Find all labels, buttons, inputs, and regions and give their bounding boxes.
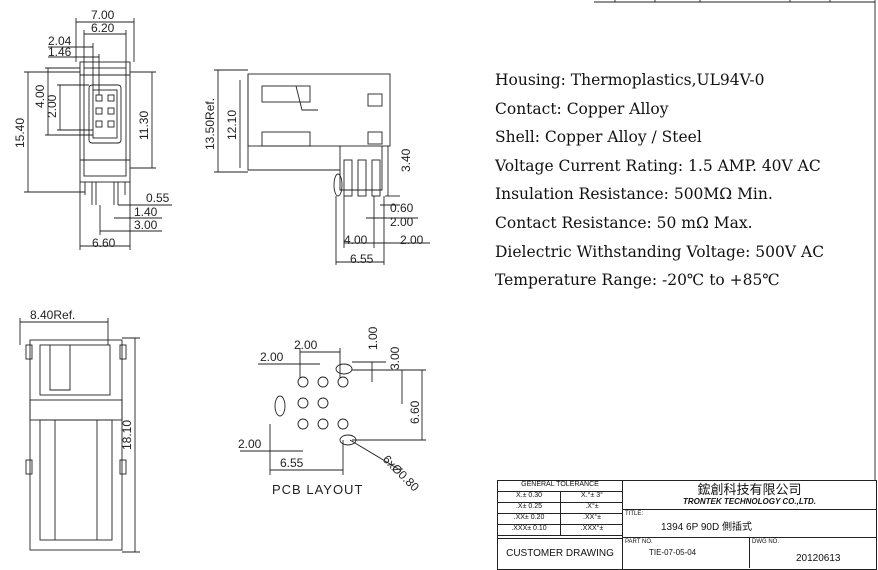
tolerance-header: GENERAL TOLERANCE — [498, 481, 622, 492]
dim-pcb-6-60: 6.60 — [408, 400, 422, 424]
spec-contact: Contact: Copper Alloy — [495, 99, 669, 118]
dim-pcb-6-55: 6.55 — [280, 456, 304, 470]
dim-2-04: 2.04 — [48, 34, 72, 48]
tol-angle: .XXX°± — [560, 525, 623, 535]
tolerance-row: .X± 0.25 .X°± — [498, 503, 622, 514]
dim-0-60: 0.60 — [390, 201, 414, 215]
dim-13-50-ref: 13.50Ref. — [203, 98, 217, 150]
pcb-layout — [274, 363, 357, 446]
part-no-value: TIE-07-05-04 — [649, 548, 697, 557]
tol-angle: .X°± — [560, 503, 623, 513]
customer-drawing-label: CUSTOMER DRAWING — [498, 538, 622, 569]
tolerance-block: GENERAL TOLERANCE X.± 0.30 X.°± 3° .X± 0… — [498, 481, 623, 569]
title-field: TITLE: 1394 6P 90D 側插式 — [623, 510, 876, 538]
dim-12-10: 12.10 — [225, 110, 239, 140]
tol-angle: .XX°± — [560, 514, 623, 524]
dwg-no-field: DWG NO. 20120613 — [750, 538, 876, 568]
dim-11-30: 11.30 — [137, 111, 151, 140]
dim-18-10: 18.10 — [120, 420, 134, 450]
spec-dielectric: Dielectric Withstanding Voltage: 500V AC — [495, 242, 825, 261]
dim-4-00: 4.00 — [33, 84, 47, 108]
title-label: TITLE: — [625, 511, 644, 517]
tolerance-row: .XXX± 0.10 .XXX°± — [498, 525, 622, 536]
spec-temperature: Temperature Range: -20℃ to +85℃ — [495, 271, 780, 290]
dim-pcb-holes: 6xØ0.80 — [380, 452, 422, 494]
dim-6-60-front: 6.60 — [92, 236, 116, 250]
dim-2-00-side-b: 2.00 — [400, 233, 424, 247]
tol-linear: .XX± 0.20 — [513, 514, 545, 521]
spec-list: Housing: Thermoplastics,UL94V-0 Contact:… — [495, 66, 875, 295]
tol-angle: X.°± 3° — [560, 492, 623, 502]
spec-insulation-resistance: Insulation Resistance: 500MΩ Min. — [495, 185, 773, 204]
spec-shell: Shell: Copper Alloy / Steel — [495, 128, 702, 147]
dwg-no-value: 20120613 — [796, 553, 841, 564]
title-value: 1394 6P 90D 側插式 — [661, 522, 752, 533]
dim-2-00-side-a: 2.00 — [390, 215, 414, 229]
dim-3-40: 3.40 — [399, 148, 413, 172]
tolerance-row: X.± 0.30 X.°± 3° — [498, 492, 622, 503]
dim-pcb-3-00: 3.00 — [388, 346, 402, 370]
dim-8-40-ref: 8.40Ref. — [30, 308, 75, 322]
spec-voltage-current: Voltage Current Rating: 1.5 AMP. 40V AC — [495, 156, 821, 175]
tolerance-row: .XX± 0.20 .XX°± — [498, 514, 622, 525]
part-no-label: PART NO. — [625, 539, 653, 545]
dim-0-55: 0.55 — [146, 191, 170, 205]
spec-contact-resistance: Contact Resistance: 50 mΩ Max. — [495, 213, 753, 232]
dim-3-00: 3.00 — [134, 218, 158, 232]
part-no-field: PART NO. TIE-07-05-04 — [623, 538, 750, 568]
company-name: 鋐創科技有限公司 TRONTEK TECHNOLOGY CO.,LTD. — [623, 481, 876, 510]
dwg-no-label: DWG NO. — [752, 539, 779, 545]
dim-2-00-front: 2.00 — [45, 94, 59, 118]
pcb-layout-label: PCB LAYOUT — [272, 482, 363, 497]
company-name-en: TRONTEK TECHNOLOGY CO.,LTD. — [682, 497, 817, 506]
side-view — [247, 73, 391, 197]
dim-pcb-1-00: 1.00 — [366, 326, 380, 350]
dim-1-40: 1.40 — [134, 205, 158, 219]
spec-housing: Housing: Thermoplastics,UL94V-0 — [495, 71, 765, 89]
dim-15-40: 15.40 — [13, 118, 27, 148]
dim-6-55-side: 6.55 — [350, 252, 374, 266]
dim-pcb-2-00-b: 2.00 — [260, 350, 284, 364]
dim-pcb-2-00-a: 2.00 — [294, 338, 318, 352]
tol-linear: .X± 0.25 — [515, 503, 543, 510]
front-view — [79, 61, 131, 205]
tol-linear: X.± 0.30 — [515, 492, 543, 499]
title-block: GENERAL TOLERANCE X.± 0.30 X.°± 3° .X± 0… — [497, 480, 877, 570]
bottom-view — [25, 339, 127, 551]
company-name-cn: 鋐創科技有限公司 — [697, 482, 802, 497]
dim-7-00: 7.00 — [91, 8, 115, 22]
dim-pcb-2-00-c: 2.00 — [238, 437, 262, 451]
dim-6-20: 6.20 — [91, 21, 115, 35]
dim-4-00-side: 4.00 — [344, 233, 368, 247]
tol-linear: .XXX± 0.10 — [511, 525, 547, 532]
dim-1-46: 1.46 — [48, 45, 72, 59]
